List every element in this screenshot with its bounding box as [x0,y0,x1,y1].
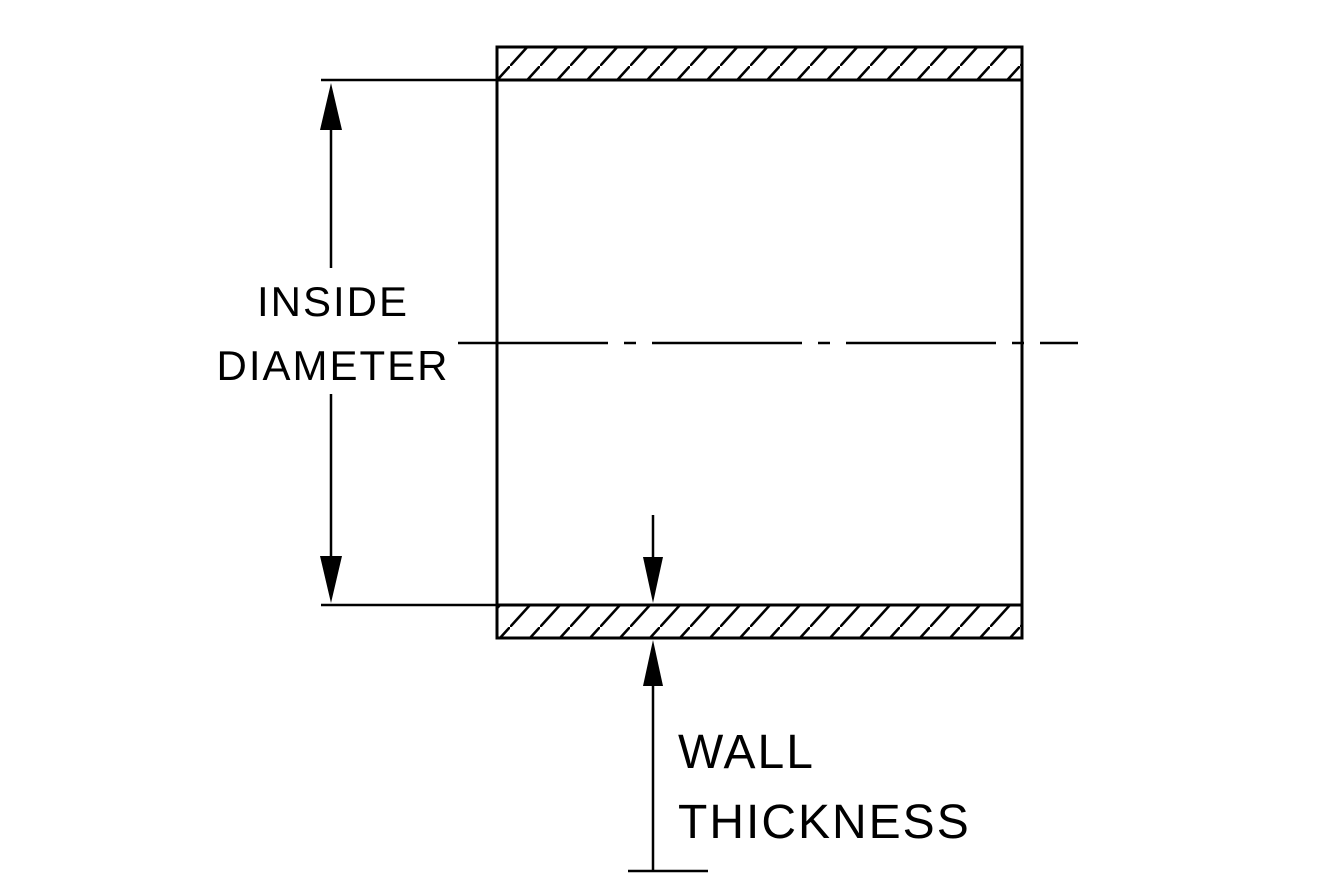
wall-thickness-arrow-up-icon [643,640,663,686]
top-wall-section-hatch [495,45,1024,82]
wall-thickness-label-line2: THICKNESS [678,796,971,849]
bottom-wall-section-hatch [495,603,1024,640]
wall-thickness-arrow-down-icon [643,557,663,603]
wall-thickness-label-line1: WALL [678,726,815,779]
inside-diameter-label-line2: DIAMETER [216,342,449,389]
inside-diameter-arrow-down-icon [320,556,342,603]
inside-diameter-arrow-up-icon [320,83,342,130]
inside-diameter-label-line1: INSIDE [257,278,409,325]
